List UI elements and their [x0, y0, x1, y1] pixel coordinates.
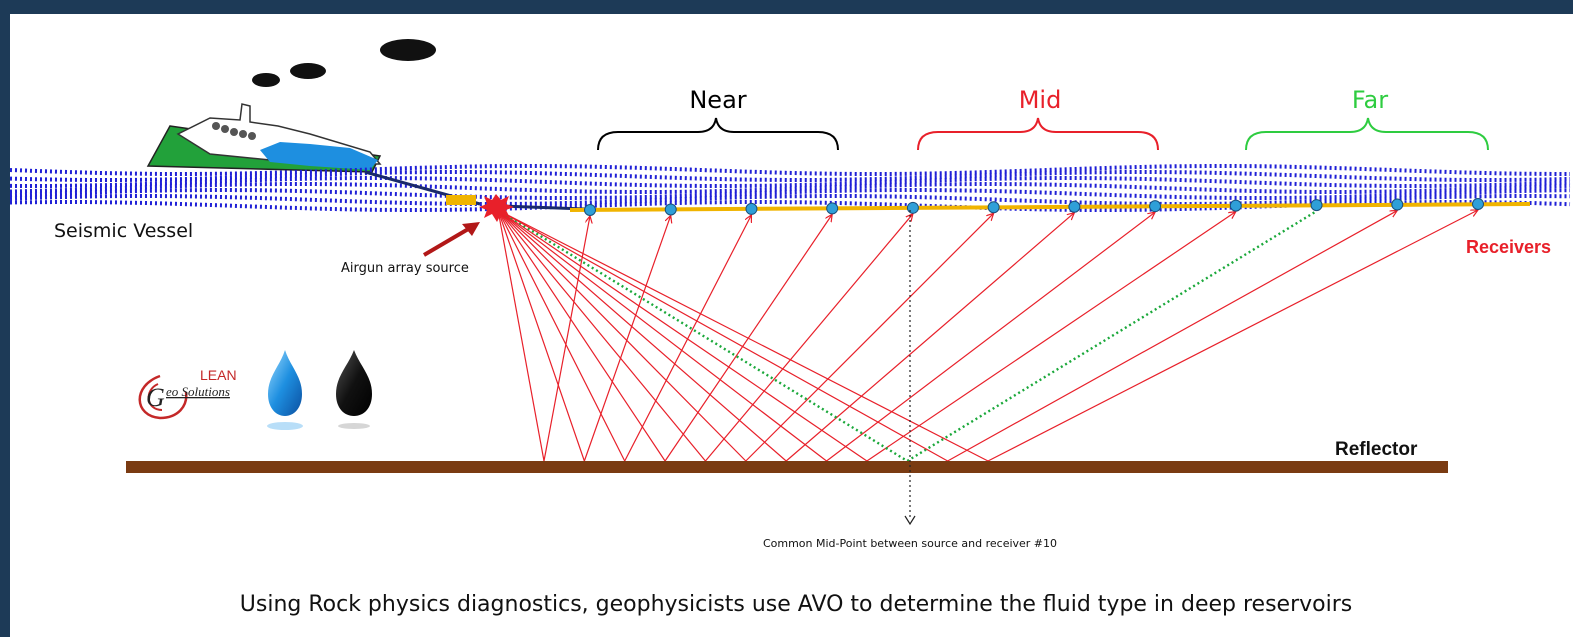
- source-pointer-arrowhead: [462, 222, 480, 236]
- receiver-2: [664, 203, 677, 216]
- receiver-10: [1310, 199, 1323, 212]
- ray-up-3: [624, 215, 752, 462]
- wave-line: [10, 164, 1570, 176]
- svg-text:eo Solutions: eo Solutions: [166, 384, 230, 399]
- receivers: [584, 198, 1484, 216]
- source-label: Airgun array source: [341, 261, 469, 276]
- streamer: [364, 170, 1531, 212]
- ray-up-7: [785, 213, 1074, 462]
- smoke-cloud-1: [252, 73, 280, 87]
- ray-up-9: [866, 212, 1236, 462]
- wave-line: [10, 170, 1571, 182]
- source-pointer-arrow: [422, 226, 472, 257]
- ray-down-7: [497, 209, 787, 462]
- smoke-cloud-2: [290, 63, 326, 79]
- receiver-4: [826, 202, 839, 215]
- ray-up-8: [826, 212, 1156, 462]
- ray-down-6: [497, 209, 747, 462]
- reflector-label: Reflector: [1335, 439, 1418, 460]
- smoke-clouds: [252, 39, 436, 87]
- ray-down-5: [497, 209, 706, 462]
- vessel-deck-water: [260, 142, 378, 170]
- ray-paths: [497, 208, 1478, 463]
- far-bracket: [1245, 117, 1489, 151]
- ray-up-10: [906, 210, 1318, 463]
- ray-down-11: [497, 209, 948, 462]
- receiver-7: [1068, 200, 1081, 213]
- vessel-label: Seismic Vessel: [54, 220, 193, 242]
- reflector-layer: [126, 461, 1448, 473]
- receiver-11: [1391, 198, 1404, 211]
- near-label: Near: [689, 86, 746, 114]
- ray-up-4: [664, 214, 832, 462]
- cmp-arrowhead: [904, 515, 916, 526]
- mid-bracket: [917, 117, 1159, 151]
- lean-geosolutions-logo: LEAN G eo Solutions: [138, 367, 237, 420]
- mid-label: Mid: [1019, 86, 1062, 114]
- seismic-vessel: [146, 103, 382, 173]
- ray-up-11: [947, 211, 1398, 462]
- receiver-1: [584, 204, 596, 216]
- smoke-cloud-3: [380, 39, 436, 61]
- svg-text:G: G: [146, 383, 165, 412]
- receiver-12: [1472, 198, 1484, 210]
- far-label: Far: [1352, 86, 1388, 114]
- receiver-6: [987, 201, 1000, 214]
- streamer-cable: [569, 202, 1531, 212]
- offset-groups: Near Mid Far: [597, 86, 1489, 151]
- receiver-5: [906, 201, 919, 214]
- ray-down-8: [497, 209, 827, 462]
- receiver-9: [1229, 199, 1242, 212]
- oil-drop-icon: [336, 350, 372, 429]
- wave-line: [10, 194, 1571, 206]
- diagram-frame: Near Mid Far Seismic Vessel Receivers Ai…: [10, 14, 1573, 637]
- receiver-3: [745, 202, 758, 215]
- seismic-acquisition-diagram: Near Mid Far Seismic Vessel Receivers Ai…: [10, 39, 1571, 617]
- wave-line: [10, 188, 1571, 200]
- airgun-burst-icon: [479, 194, 514, 222]
- wave-line: [10, 176, 1571, 188]
- near-bracket: [597, 117, 839, 151]
- ray-down-1: [497, 209, 545, 462]
- ray-up-2: [583, 215, 670, 462]
- svg-text:LEAN: LEAN: [200, 367, 237, 383]
- ray-down-3: [497, 209, 626, 462]
- vessel-windows: [212, 122, 256, 140]
- cmp-label: Common Mid-Point between source and rece…: [763, 537, 1057, 550]
- caption: Using Rock physics diagnostics, geophysi…: [240, 592, 1352, 617]
- airgun-array: [446, 195, 476, 205]
- ray-down-2: [497, 209, 585, 462]
- water-drop-icon: [267, 350, 303, 430]
- wave-line: [10, 182, 1571, 194]
- ray-up-5: [704, 214, 912, 462]
- ray-up-6: [745, 213, 994, 462]
- receiver-8: [1149, 200, 1162, 213]
- ray-down-12: [497, 209, 989, 462]
- ray-down-9: [497, 209, 868, 462]
- ray-up-12: [987, 210, 1478, 462]
- receivers-label: Receivers: [1466, 237, 1551, 257]
- ray-down-4: [497, 209, 666, 462]
- ray-down-10: [497, 208, 908, 463]
